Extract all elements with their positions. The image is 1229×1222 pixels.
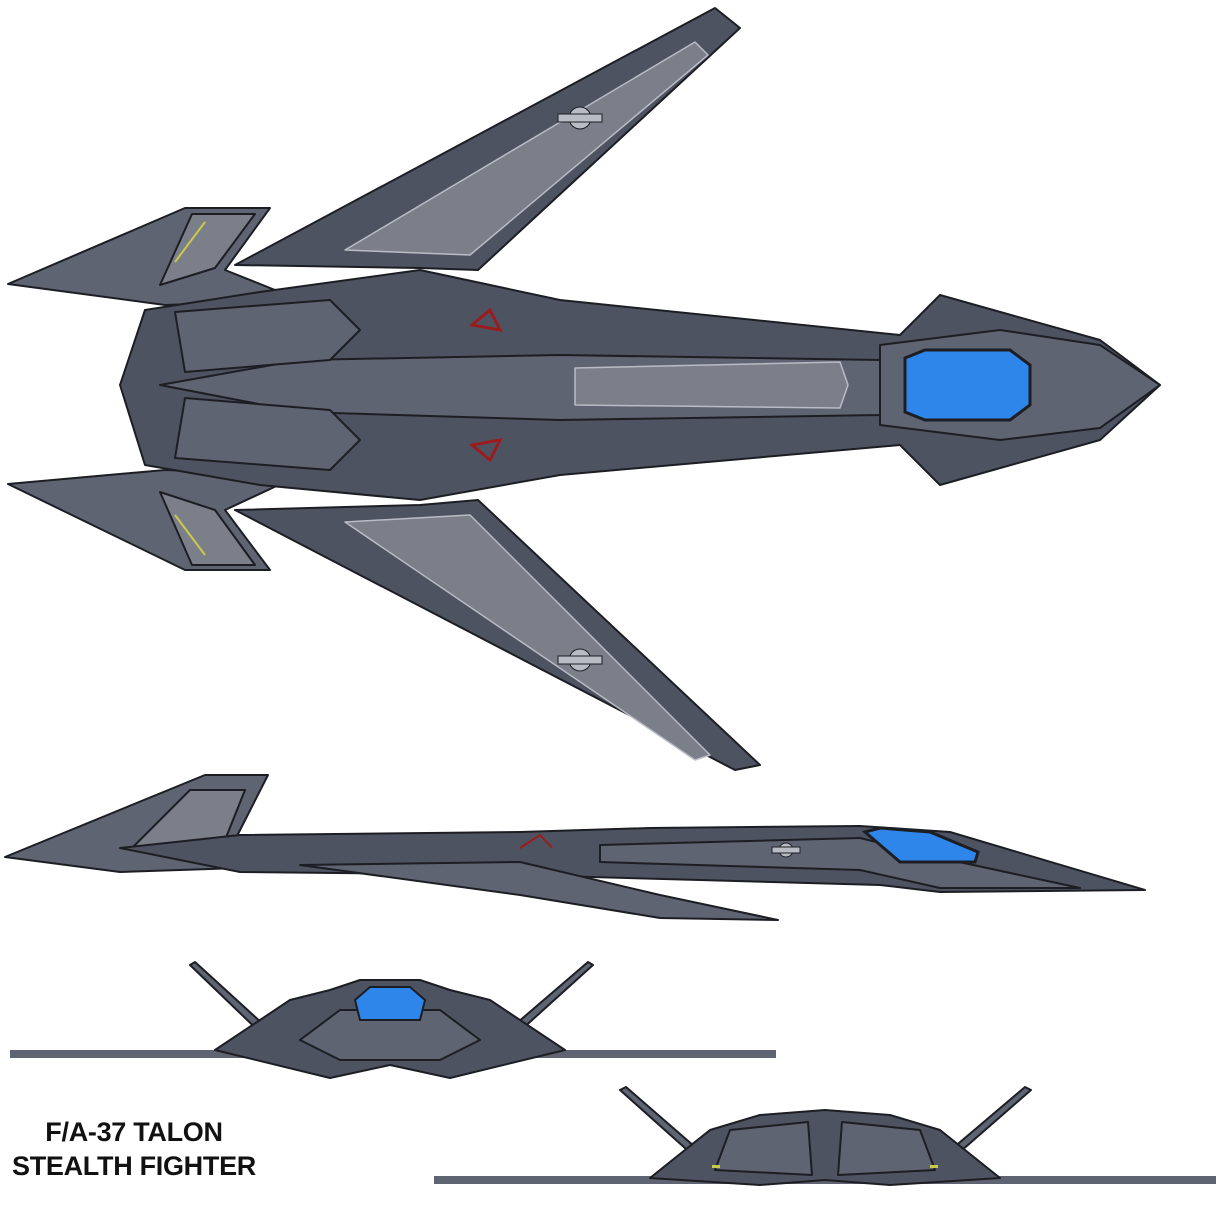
side-insignia — [771, 842, 801, 858]
lower-intake — [174, 397, 361, 471]
side-wing — [299, 861, 779, 921]
title-line-1: F/A-37 TALON — [45, 1117, 223, 1147]
rear-yellow-trim-left — [712, 1165, 720, 1168]
upper-wing — [234, 7, 741, 271]
rear-yellow-trim-right — [930, 1165, 938, 1168]
upper-tail-stripe — [174, 221, 206, 263]
upper-red-marker — [468, 307, 503, 333]
side-red-marker — [519, 833, 553, 849]
front-canopy — [353, 986, 427, 1021]
rear-body — [649, 1109, 1001, 1186]
lower-red-marker — [468, 437, 503, 463]
title-line-2: STEALTH FIGHTER — [12, 1151, 256, 1181]
lower-wing-insignia — [557, 648, 603, 672]
side-canopy — [861, 826, 980, 864]
lower-tail-panel — [159, 491, 256, 566]
upper-tail-panel — [159, 213, 256, 286]
fuselage-dorsal-panel — [574, 361, 849, 409]
upper-wing-insignia — [557, 106, 603, 130]
lower-wing-panel — [344, 514, 711, 761]
front-inner-body — [299, 1009, 481, 1061]
lower-tail-stripe — [174, 514, 206, 556]
rear-right-nozzle — [837, 1121, 936, 1176]
rear-left-nozzle — [714, 1121, 813, 1176]
canopy — [903, 348, 1032, 422]
upper-intake — [174, 299, 361, 373]
